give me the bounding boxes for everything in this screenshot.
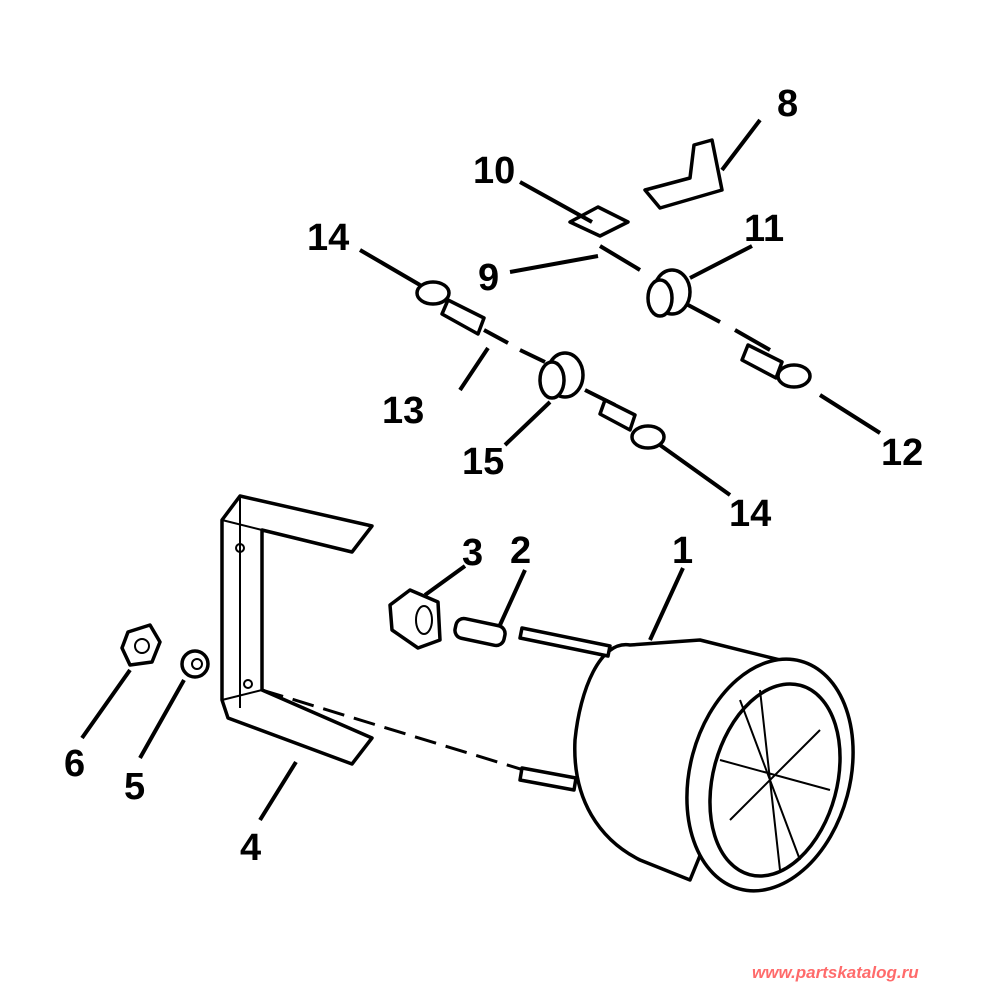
eyelet-14-upper [415,280,486,336]
callout-11: 11 [744,208,784,250]
grommet-11 [646,268,692,318]
lamp-part [453,616,507,648]
nut-part [120,623,162,667]
callout-8: 8 [777,83,798,125]
callout-14-upper: 14 [307,217,349,259]
callout-4: 4 [240,827,261,869]
gauge-part [518,626,855,893]
washer-part [180,649,210,679]
socket-part [388,588,442,650]
grommet-15 [538,351,585,400]
callout-14-lower: 14 [729,493,771,535]
callout-2: 2 [510,530,531,572]
clip-10 [568,205,630,238]
callout-1: 1 [672,530,693,572]
callout-6: 6 [64,743,85,785]
eyelet-12 [740,343,812,389]
callout-9: 9 [478,257,499,299]
callout-12: 12 [881,432,923,474]
callout-3: 3 [462,532,483,574]
callout-10: 10 [473,150,515,192]
eyelet-14-lower [598,398,666,450]
callout-13: 13 [382,390,424,432]
bracket-part [220,494,374,766]
callout-15: 15 [462,441,504,483]
terminal-8 [643,138,724,210]
watermark: www.partskatalog.ru [752,963,919,982]
callout-5: 5 [124,766,145,808]
